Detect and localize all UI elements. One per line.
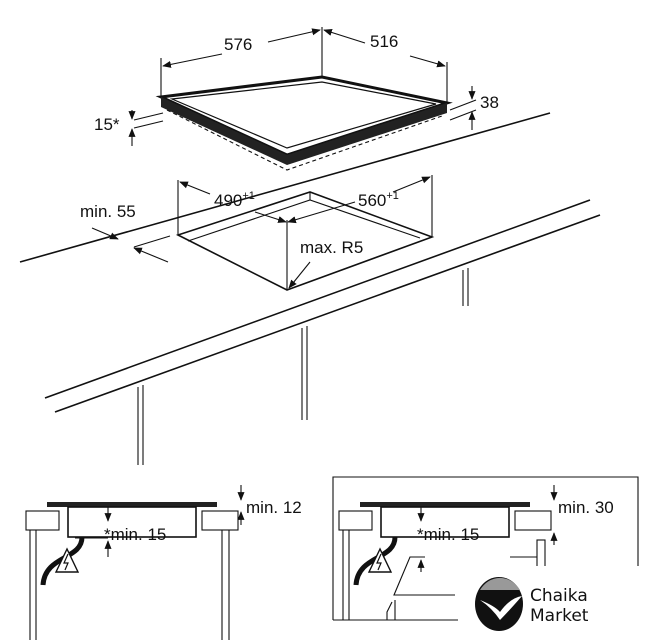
electric-warning-icon xyxy=(54,547,80,573)
cutout-width-label: 490+1 xyxy=(214,190,255,210)
hob-height-label: 38 xyxy=(480,93,499,112)
hob-underside-label: 15* xyxy=(94,115,120,134)
hob-depth-label: 516 xyxy=(370,32,398,51)
front-margin-label: min. 55 xyxy=(80,202,136,221)
side-view-right: *min. 15 min. 30 xyxy=(332,476,639,621)
logo-text-line2: Market xyxy=(530,606,589,626)
hob-drawing: 576 516 38 15* xyxy=(94,27,499,171)
corner-radius-label: max. R5 xyxy=(300,238,363,257)
countertop-drawing: 490+1 560+1 max. R5 min. 55 xyxy=(19,112,601,465)
electric-warning-icon xyxy=(367,547,393,573)
side-view-left: *min. 15 min. 12 xyxy=(25,485,302,640)
cutout-depth-label: 560+1 xyxy=(358,190,399,210)
below-clearance-left-label: *min. 15 xyxy=(104,525,166,544)
seagull-logo-icon xyxy=(475,577,523,631)
top-clearance-right-label: min. 30 xyxy=(558,498,614,517)
chaika-market-logo: Chaika Market xyxy=(458,566,654,640)
top-clearance-left-label: min. 12 xyxy=(246,498,302,517)
below-clearance-right-label: *min. 15 xyxy=(417,525,479,544)
logo-text-line1: Chaika xyxy=(530,586,588,606)
hob-width-label: 576 xyxy=(224,35,252,54)
